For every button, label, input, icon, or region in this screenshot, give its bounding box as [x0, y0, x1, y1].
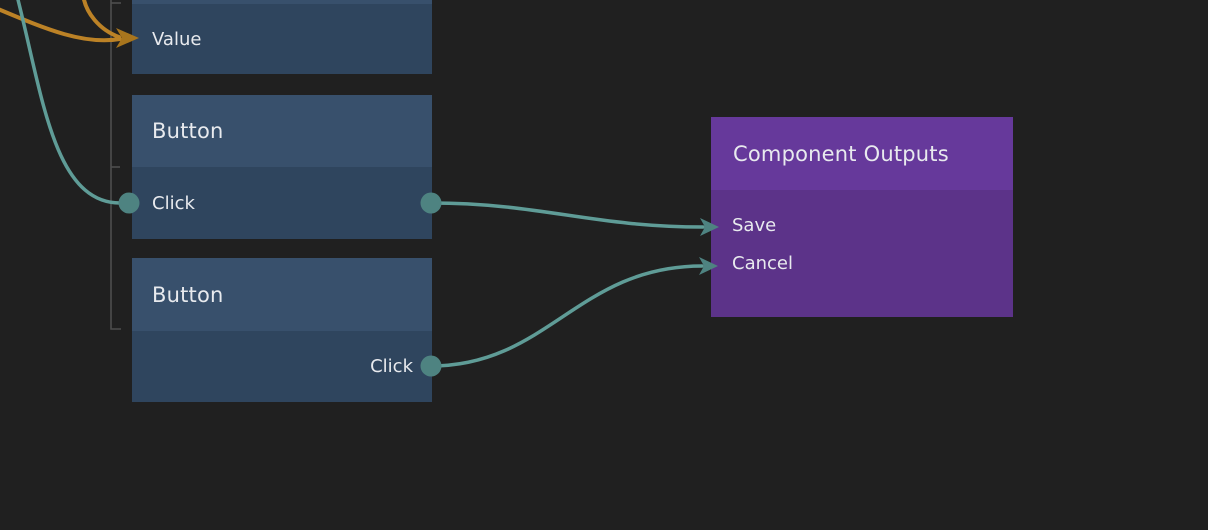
button-2-title: Button [152, 282, 224, 307]
output-row-save[interactable]: Save [711, 206, 1013, 244]
wire-click1-to-save[interactable] [429, 201, 705, 229]
wire-orange-top-to-value[interactable] [82, 0, 121, 39]
button-1-title: Button [152, 119, 224, 143]
save-output-label: Save [732, 214, 777, 236]
button-2-click-label: Click [370, 356, 413, 377]
output-row-cancel[interactable]: Cancel [711, 244, 1013, 282]
component-outputs-title: Component Outputs [733, 141, 949, 166]
button-2-click-row[interactable]: Click [132, 331, 432, 402]
component-outputs-header[interactable]: Component Outputs [711, 117, 1013, 190]
button-1-click-row[interactable]: Click [132, 167, 432, 239]
node-component-outputs[interactable]: Component Outputs Save Cancel [711, 117, 1013, 317]
node-button-2[interactable]: Button Click [132, 258, 432, 402]
button-1-header[interactable]: Button [132, 95, 432, 167]
component-outputs-body: Save Cancel [711, 190, 1013, 317]
value-row-label: Value [152, 28, 202, 50]
hierarchy-connector-line [110, 0, 121, 330]
node-button-1[interactable]: Button Click [132, 95, 432, 239]
wire-orange-left-to-value[interactable] [0, 7, 122, 43]
value-node-header[interactable] [132, 0, 432, 4]
value-input-row[interactable]: Value [132, 4, 432, 74]
button-2-header[interactable]: Button [132, 258, 432, 331]
button-1-click-label: Click [152, 192, 195, 214]
node-value[interactable]: Value [132, 0, 432, 74]
wire-click2-to-cancel[interactable] [429, 264, 704, 368]
wire-teal-top-to-click-input[interactable] [15, 0, 122, 205]
cancel-output-label: Cancel [732, 252, 793, 274]
